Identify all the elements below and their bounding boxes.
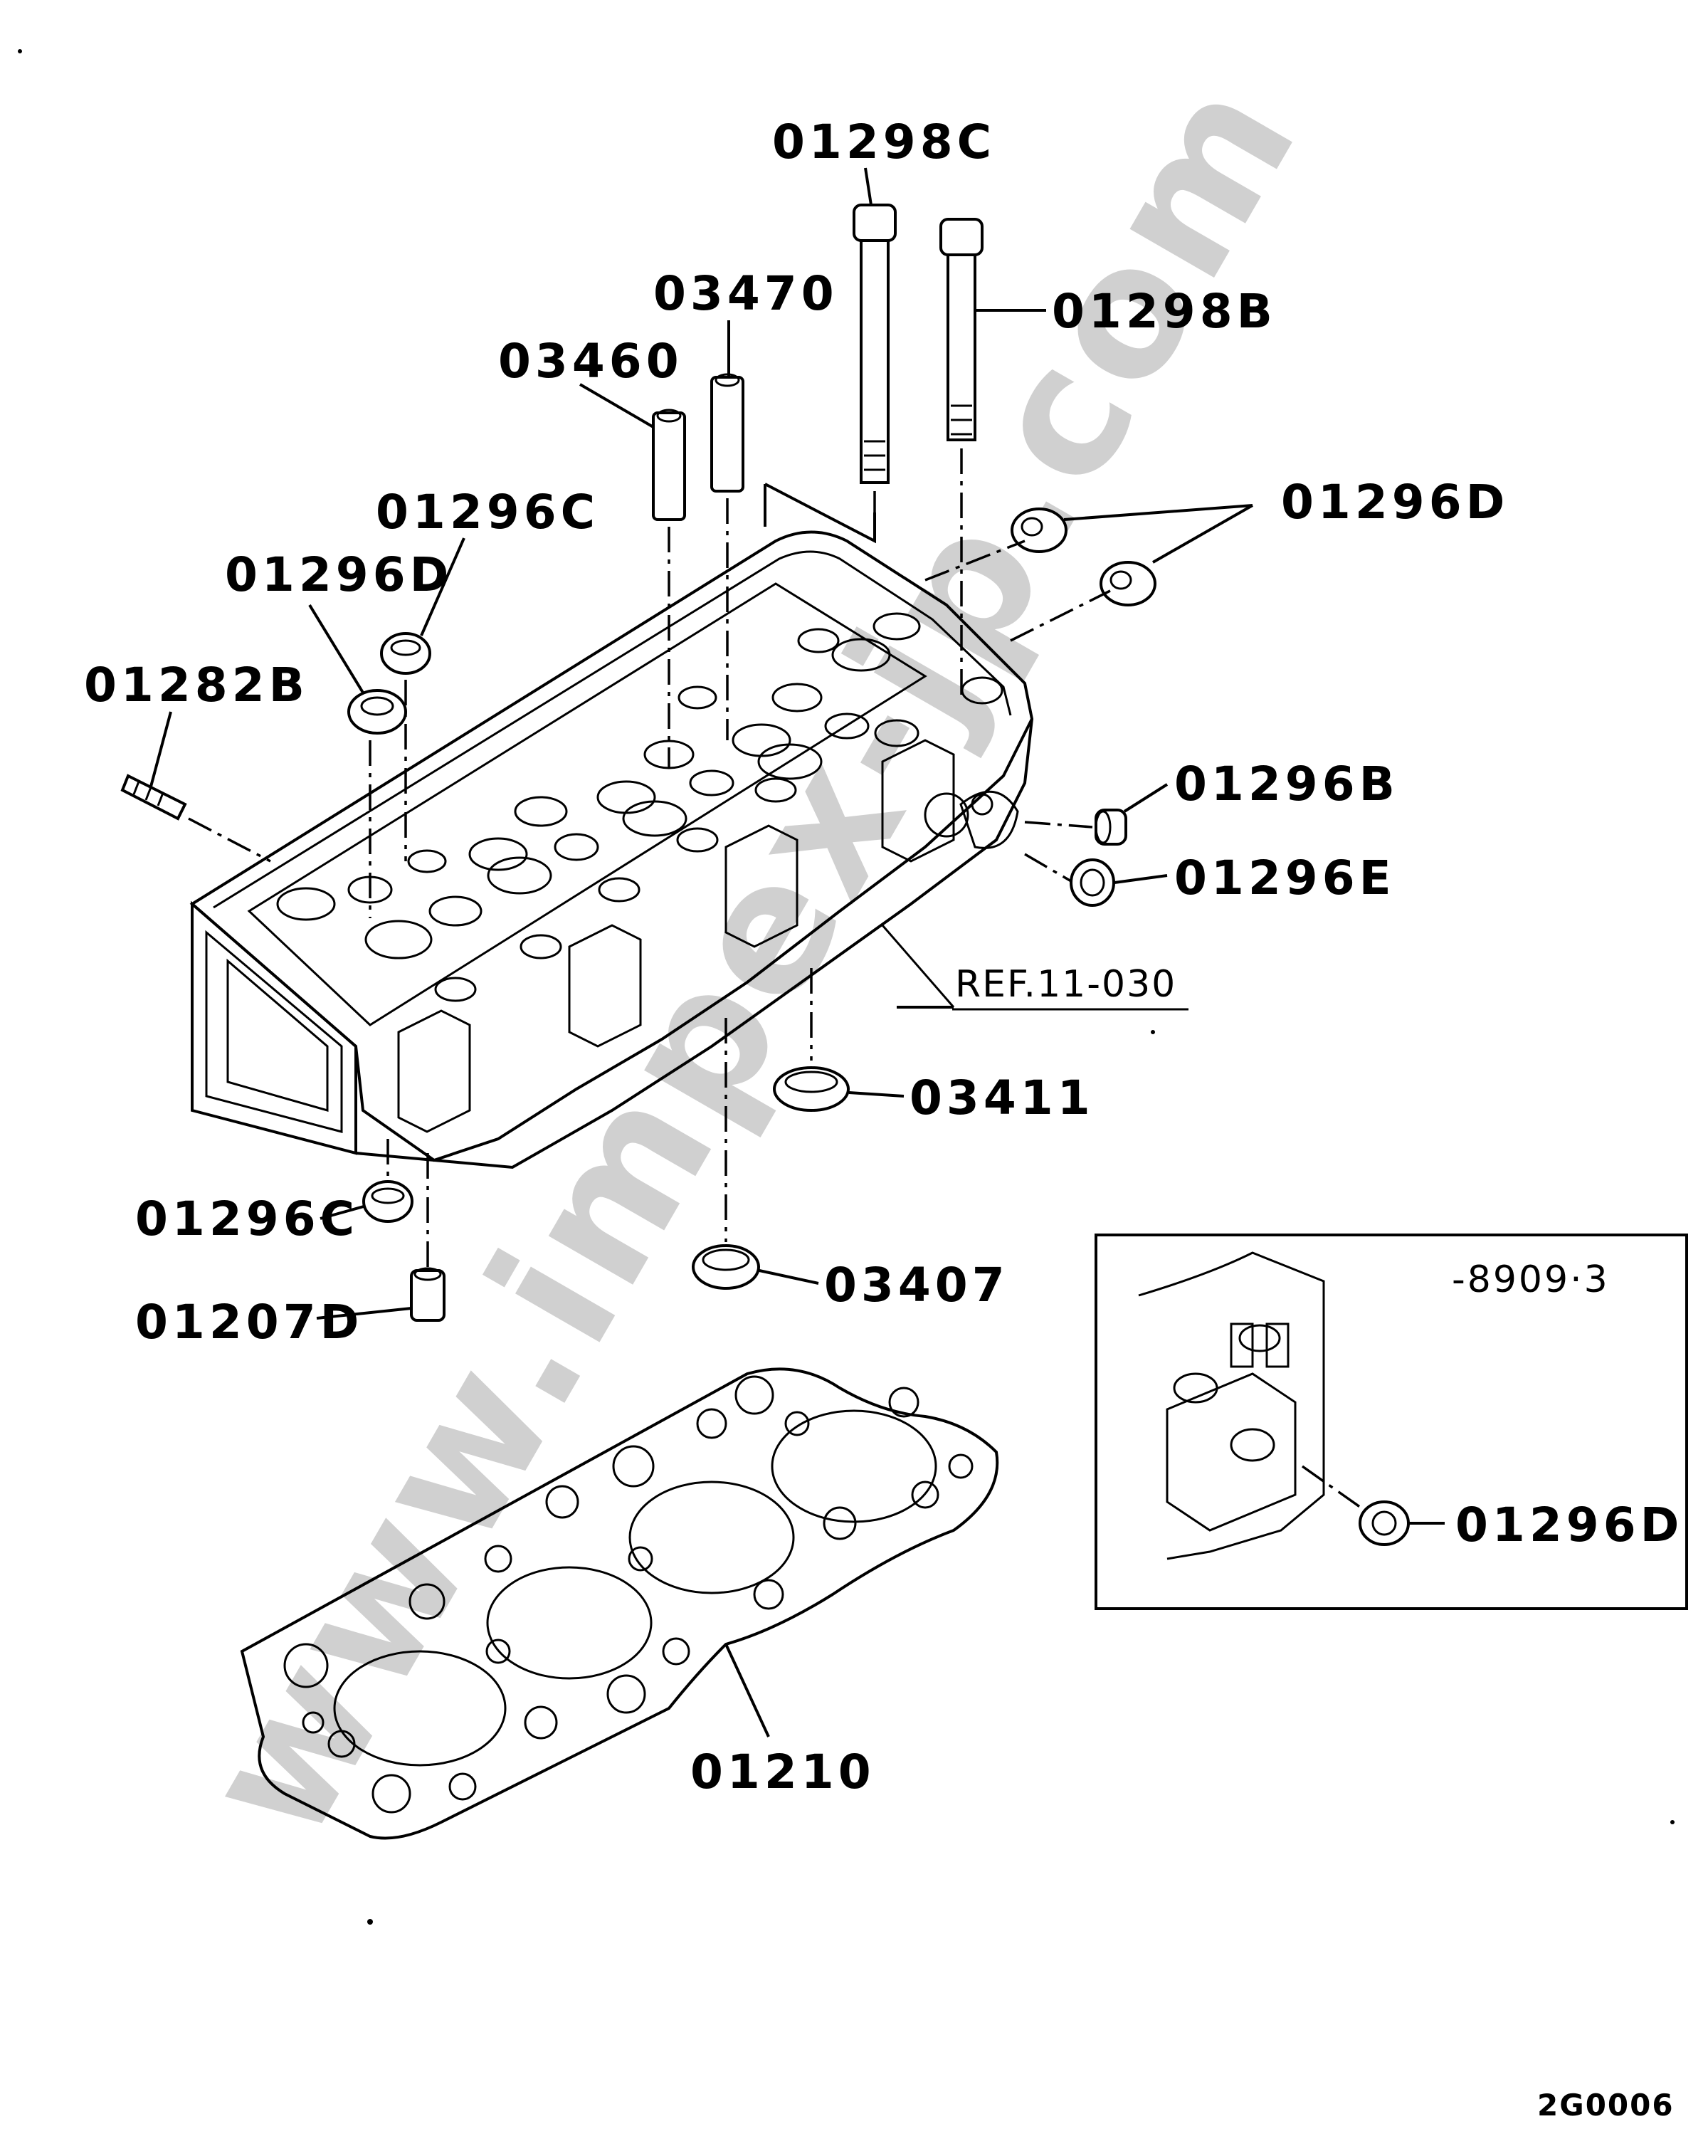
label-03460: 03460 [498, 334, 683, 389]
label-01298B: 01298B [1052, 284, 1277, 339]
label-01210: 01210 [690, 1745, 875, 1799]
scan-dot [1670, 1820, 1675, 1824]
pin-03470 [710, 373, 744, 493]
label-03470: 03470 [653, 266, 838, 321]
label-01298C: 01298C [772, 115, 996, 169]
label-01296C-top: 01296C [376, 485, 599, 540]
label-01296D-right: 01296D [1281, 475, 1509, 530]
label-01296D-left: 01296D [225, 547, 453, 602]
leader-lines [149, 167, 1445, 1737]
plug-01296E [1070, 858, 1115, 907]
label-03407: 03407 [824, 1258, 1009, 1313]
label-01296D-inset: 01296D [1455, 1498, 1683, 1552]
scan-dot [18, 49, 22, 53]
bolt-01298C [853, 204, 897, 484]
label-01296E: 01296E [1174, 851, 1396, 905]
label-01207D: 01207D [135, 1295, 363, 1350]
plug-03411 [773, 1066, 850, 1112]
plug-01296B [1095, 809, 1127, 846]
center-lines [188, 448, 1111, 1267]
plug-01296D-right-1 [1011, 508, 1068, 553]
figure-code: 2G0006 [1537, 2088, 1675, 2123]
inset-box [1095, 1234, 1688, 1610]
scan-dot [1151, 1030, 1155, 1034]
scan-dot [367, 1919, 373, 1925]
label-reference: REF.11-030 [955, 963, 1176, 1006]
label-01296B: 01296B [1174, 757, 1399, 811]
inset-code: -8909·3 [1452, 1258, 1610, 1301]
bolt-01298B [939, 218, 984, 441]
label-01296C-bottom: 01296C [135, 1192, 359, 1246]
plug-01296C-bottom [362, 1180, 413, 1223]
cylinder-head [189, 530, 1034, 1169]
plug-01296C-top [380, 632, 431, 675]
plug-03407 [692, 1244, 760, 1290]
dowel-01207D [410, 1267, 446, 1322]
head-gasket [240, 1367, 999, 1840]
stud-01282B [120, 774, 187, 821]
part-labels: 01298C 01298B 03470 03460 01296D 01296C … [84, 115, 1683, 2123]
pin-03460 [652, 409, 686, 521]
label-01282B: 01282B [84, 658, 309, 712]
plug-01296D-right-2 [1100, 561, 1156, 606]
label-03411: 03411 [910, 1071, 1095, 1125]
plug-01296D-left [347, 689, 407, 735]
